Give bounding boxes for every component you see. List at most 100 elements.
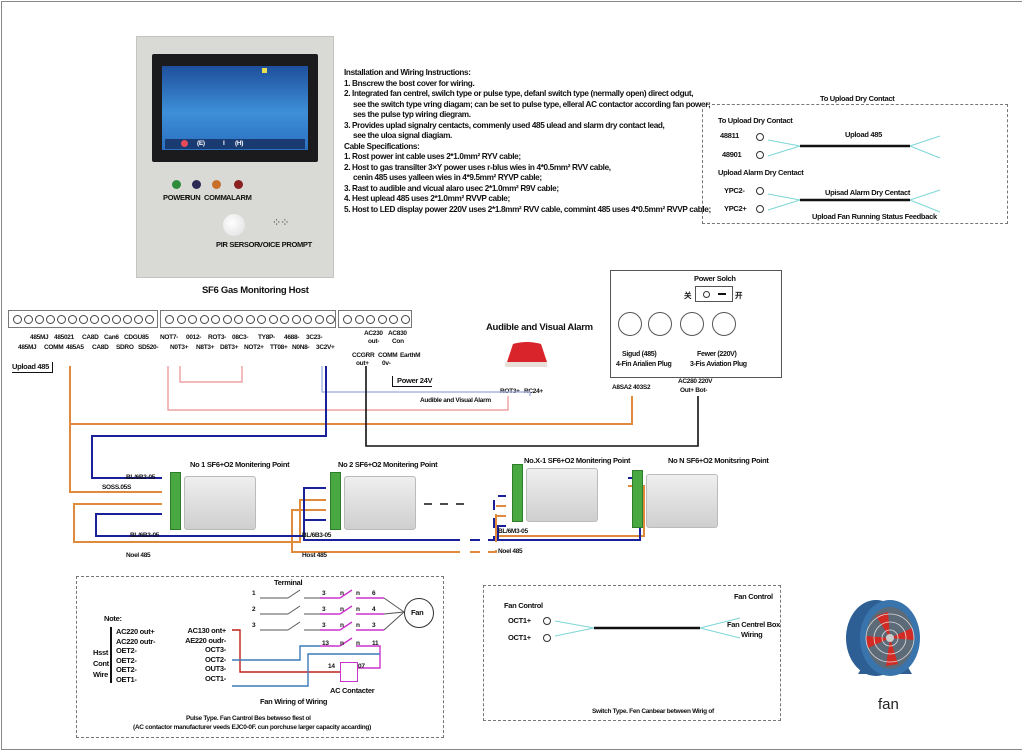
- screen-indicator-icon: [262, 68, 267, 73]
- signal-plug-icon: [618, 312, 642, 336]
- strip2-bottom-label: D8T3+: [220, 344, 239, 351]
- instruction-item: 1. Bnscrew the bost cover for wiring.: [344, 78, 475, 88]
- voice-speaker-icon: ⁘⁘: [272, 217, 289, 229]
- upload-485-line-label: Upload 485: [845, 130, 883, 139]
- terminal-row-out: 6: [372, 590, 376, 597]
- wire-label: BL/6B3-05: [130, 532, 160, 539]
- power-plug-label: Fewer (220V): [697, 351, 737, 358]
- terminal-screw-icon: [35, 315, 44, 324]
- terminal-screw-icon: [90, 315, 99, 324]
- alarm-title: Audible and Visual Alarm: [486, 322, 593, 333]
- power-24v-label: Power 24V: [392, 376, 433, 387]
- terminal-screw-icon: [57, 315, 66, 324]
- terminal-row-b: n: [340, 606, 344, 613]
- cable-spec-item: 2. Host to gas transilter 3×Y power uses…: [344, 162, 611, 172]
- terminal-icon: [543, 617, 551, 625]
- led-label: COMM: [204, 193, 227, 202]
- terminal-screw-icon: [145, 315, 154, 324]
- cable-spec-item: 4. Hest uplead 485 uses 2*1.0mm² RVVP ca…: [344, 194, 510, 203]
- terminal-screw-icon: [222, 315, 232, 324]
- terminal-row-c: n: [356, 622, 360, 629]
- host-pin: AE220 oudr-: [185, 635, 226, 645]
- terminal-title: Terminal: [274, 578, 303, 587]
- terminal-screw-icon: [245, 315, 255, 324]
- terminal-row-a: 3: [322, 606, 326, 613]
- terminal-screw-icon: [46, 315, 55, 324]
- terminal-screw-icon: [326, 315, 335, 324]
- strip3-bottom-label: out+: [356, 360, 369, 367]
- terminal-row-a: 13: [322, 640, 329, 647]
- strip3-bottom-label: COMM: [378, 352, 398, 359]
- note-item: OET2-: [116, 655, 137, 665]
- note-item: AC220 out+: [116, 627, 155, 636]
- led-label: POWER: [163, 193, 190, 202]
- terminal-screw-icon: [134, 315, 143, 324]
- strip2-bottom-label: TT08+: [270, 344, 288, 351]
- pin-485-a: 48811: [720, 131, 739, 140]
- power-pins-bottom: Out+ Bot-: [680, 387, 708, 394]
- screen-status-3: (H): [235, 140, 244, 147]
- strip1-bottom-label: SD520-: [138, 344, 159, 351]
- terminal-strip-1: [8, 310, 158, 328]
- host-pin: OUT3-: [204, 664, 226, 673]
- terminal-screw-icon: [343, 315, 352, 324]
- led-comm: [212, 180, 221, 189]
- wire-label: SOSS.05S: [102, 484, 132, 491]
- terminal-screw-icon: [389, 315, 398, 324]
- strip1-top-label: CA8D: [82, 334, 99, 341]
- strip2-bottom-label: 3C2V+: [316, 344, 335, 351]
- strip1-top-label: 485MJ: [30, 334, 49, 341]
- screen-alarm-icon: [181, 140, 188, 147]
- fan-wiring-title: Fan Wiring of Wiring: [260, 697, 328, 706]
- terminal-screw-icon: [176, 315, 186, 324]
- cable-spec-item: 3. Rast to audible and vicual alaro usec…: [344, 183, 559, 193]
- fan-caption: fan: [878, 696, 899, 713]
- contactor-left-pin: 14: [328, 663, 335, 670]
- instruction-item: ses the pulse typ wiring diegram.: [353, 110, 471, 119]
- upload-alarm-title: Upload Alarm Dry Centact: [718, 168, 804, 177]
- terminal-screw-icon: [188, 315, 197, 324]
- switch-box-right-title: Fan Control: [734, 592, 773, 601]
- strip1-bottom-label: 485A5: [66, 344, 84, 351]
- power-plug-sub: 3-Fis Aviation Plug: [690, 361, 747, 368]
- host-pin: OCT3-: [204, 645, 226, 654]
- led-label: RUN: [185, 193, 201, 202]
- host-pin: OCT1-: [204, 673, 226, 683]
- pulse-box-footer-2: (AC contactor manufacturer veeds EJC0-0F…: [133, 724, 371, 731]
- terminal-row-in: 3: [252, 622, 256, 629]
- strip2-top-label: TY8P-: [258, 334, 275, 341]
- strip1-bottom-label: CA8D: [92, 344, 109, 351]
- terminal-block: [512, 464, 523, 522]
- contactor-label: AC Contacter: [330, 686, 375, 695]
- monitoring-point-title: No N SF6+O2 Monitsring Point: [668, 456, 769, 465]
- wire-label: BL/6B3-05: [302, 532, 332, 539]
- terminal-row-b: n: [340, 640, 344, 647]
- instruction-item: see the uloa signal diagiam.: [353, 131, 452, 140]
- signal-plug-icon: [648, 312, 672, 336]
- strip3-bottom-label: EarthM: [400, 352, 421, 359]
- terminal-icon: [543, 634, 551, 642]
- cable-spec-item: cenin 485 uses yalleen wies in 4*9.5mm² …: [353, 173, 542, 182]
- wire-label: BL/6M3-05: [498, 528, 528, 535]
- terminal-row-b: n: [340, 622, 344, 629]
- strip1-bottom-label: 485MJ: [18, 344, 37, 351]
- monitoring-point-device: [646, 474, 718, 528]
- alarm-pin: ROT3+: [500, 388, 520, 395]
- switch-off-icon: [703, 291, 710, 298]
- pin-485-b: 48901: [722, 150, 742, 159]
- screen-status-2: I: [223, 140, 225, 147]
- side-label: Cont: [93, 659, 109, 668]
- strip1-bottom-label: COMM: [44, 344, 64, 351]
- strip2-top-label: 0012-: [186, 334, 202, 341]
- terminal-screw-icon: [354, 315, 364, 324]
- note-item: OET1-: [116, 674, 137, 684]
- terminal-row-out: 3: [372, 622, 376, 629]
- strip3-bottom-label: 0v-: [382, 360, 391, 367]
- instructions-title: Installation and Wiring Instructions:: [344, 68, 471, 77]
- terminal-screw-icon: [280, 315, 289, 324]
- monitoring-point-title: No 2 SF6+O2 Monitering Point: [338, 460, 438, 469]
- upload-dry-contact-box: [702, 104, 1008, 224]
- power-switch[interactable]: [695, 286, 733, 302]
- strip2-top-label: ROT3-: [208, 334, 227, 341]
- strip3-bottom-label: CCGRR: [352, 352, 375, 359]
